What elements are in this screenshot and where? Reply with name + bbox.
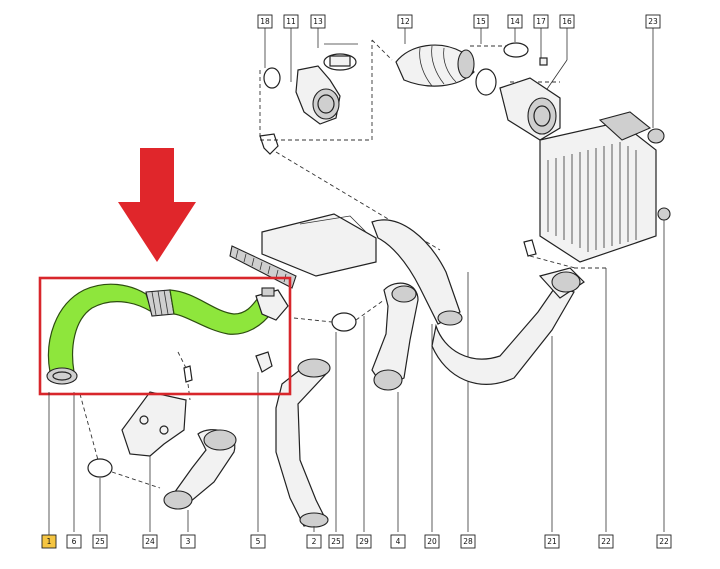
svg-text:25: 25 bbox=[95, 537, 105, 546]
callout-21: 21 bbox=[544, 534, 560, 549]
svg-text:2: 2 bbox=[312, 537, 317, 546]
middle-parts bbox=[229, 213, 607, 532]
highlight-frame bbox=[38, 276, 292, 396]
airflow-meter-part bbox=[499, 77, 561, 141]
callout-6: 6 bbox=[66, 534, 82, 549]
callout-14: 14 bbox=[507, 14, 523, 29]
callout-22-left: 22 bbox=[598, 534, 614, 549]
intercooler-outlet-hose-part bbox=[431, 267, 585, 385]
callout-11: 11 bbox=[283, 14, 299, 29]
svg-text:15: 15 bbox=[476, 17, 486, 26]
svg-text:23: 23 bbox=[648, 17, 658, 26]
callout-15: 15 bbox=[473, 14, 489, 29]
callout-20: 20 bbox=[424, 534, 440, 549]
lower-left-parts bbox=[73, 351, 237, 532]
svg-text:21: 21 bbox=[547, 537, 557, 546]
callout-18: 18 bbox=[257, 14, 273, 29]
svg-text:5: 5 bbox=[256, 537, 261, 546]
svg-text:6: 6 bbox=[72, 537, 77, 546]
callout-1: 1 bbox=[41, 534, 57, 549]
svg-text:20: 20 bbox=[427, 537, 437, 546]
red-down-arrow-icon bbox=[118, 148, 196, 262]
callout-5: 5 bbox=[250, 534, 266, 549]
callout-24: 24 bbox=[142, 534, 158, 549]
callout-3: 3 bbox=[180, 534, 196, 549]
turbo-hose-part bbox=[371, 282, 419, 391]
svg-text:12: 12 bbox=[400, 17, 410, 26]
svg-text:25: 25 bbox=[331, 537, 341, 546]
svg-text:13: 13 bbox=[313, 17, 323, 26]
svg-text:3: 3 bbox=[186, 537, 191, 546]
svg-text:17: 17 bbox=[536, 17, 546, 26]
callout-12: 12 bbox=[397, 14, 413, 29]
highlighted-hose-part-1 bbox=[46, 283, 289, 385]
svg-text:1: 1 bbox=[47, 537, 52, 546]
mounting-bracket-part bbox=[121, 391, 187, 457]
bellows-section bbox=[145, 289, 175, 317]
bellows-hose-part bbox=[395, 44, 475, 87]
svg-text:28: 28 bbox=[463, 537, 473, 546]
bent-hose-part bbox=[163, 429, 237, 510]
callout-29: 29 bbox=[356, 534, 372, 549]
callout-23: 23 bbox=[645, 14, 661, 29]
callout-25-right: 25 bbox=[328, 534, 344, 549]
svg-text:4: 4 bbox=[396, 537, 401, 546]
long-air-duct-part bbox=[371, 219, 463, 326]
lower-hose-part bbox=[275, 358, 331, 528]
top-callout-labels: 18 11 13 12 15 14 17 16 bbox=[257, 14, 661, 29]
callout-2: 2 bbox=[306, 534, 322, 549]
clamp-part bbox=[323, 43, 358, 71]
callout-17: 17 bbox=[533, 14, 549, 29]
svg-text:24: 24 bbox=[145, 537, 155, 546]
svg-text:22: 22 bbox=[659, 537, 669, 546]
callout-4: 4 bbox=[390, 534, 406, 549]
svg-text:14: 14 bbox=[510, 17, 520, 26]
throttle-body-part bbox=[295, 65, 341, 125]
svg-text:18: 18 bbox=[260, 17, 270, 26]
hose-end-fitting bbox=[255, 287, 289, 321]
svg-text:16: 16 bbox=[562, 17, 572, 26]
intercooler-part bbox=[539, 111, 657, 263]
callout-25-left: 25 bbox=[92, 534, 108, 549]
callout-28: 28 bbox=[460, 534, 476, 549]
bottom-callout-labels: 1 6 25 24 3 5 2 25 bbox=[41, 392, 672, 549]
svg-text:22: 22 bbox=[601, 537, 611, 546]
svg-text:11: 11 bbox=[286, 17, 296, 26]
callout-13: 13 bbox=[310, 14, 326, 29]
svg-text:29: 29 bbox=[359, 537, 369, 546]
callout-16: 16 bbox=[559, 14, 575, 29]
callout-22-right: 22 bbox=[656, 534, 672, 549]
top-parts bbox=[259, 42, 671, 532]
